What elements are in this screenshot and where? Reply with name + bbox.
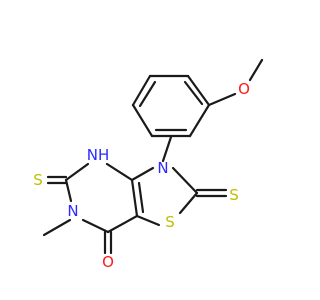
molecule-structure: O NH N S S S N O — [33, 58, 264, 271]
bond-benzene-6 — [188, 103, 211, 138]
bond-benzene-4 — [131, 103, 154, 138]
bond-c3a-nh — [105, 162, 134, 182]
atom-label-methoxy-oxygen: O — [238, 80, 250, 98]
bond-c7a-c3a — [130, 178, 139, 218]
bond-c2-s — [178, 191, 199, 215]
bond-benzene-1 — [186, 74, 211, 107]
bond-oxygen-aryl — [207, 92, 237, 107]
bond-n-c2 — [171, 166, 199, 195]
bond-c7a-c3a-inner — [137, 181, 145, 214]
atom-label-thiazole-nitrogen: N — [157, 159, 168, 177]
bond-lines — [42, 58, 264, 255]
bond-s-c7a — [135, 214, 161, 227]
atom-label-thione-right: S — [229, 186, 239, 204]
atom-label-nh: NH — [87, 146, 110, 164]
bond-n6-c7 — [81, 218, 110, 234]
atom-label-carbonyl-oxygen: O — [102, 253, 114, 271]
bond-c3a-n — [130, 166, 155, 182]
bond-n-methyl — [42, 218, 72, 237]
bond-nh-c5 — [64, 162, 90, 182]
atom-label-thione-left: S — [33, 171, 43, 189]
atom-label-ring-sulfur: S — [165, 213, 175, 231]
bond-benzene-3 — [131, 74, 152, 107]
bond-benzene-3-inner — [138, 80, 157, 108]
atom-label-methyl-nitrogen: N — [67, 202, 78, 220]
bond-aryl-nitrogen — [161, 135, 173, 163]
bond-methyl-oxygen — [248, 58, 264, 82]
bond-c7-c7a — [106, 214, 139, 234]
bond-benzene-1-inner — [183, 80, 204, 106]
atom-labels: O NH N S S S N O — [33, 80, 250, 271]
